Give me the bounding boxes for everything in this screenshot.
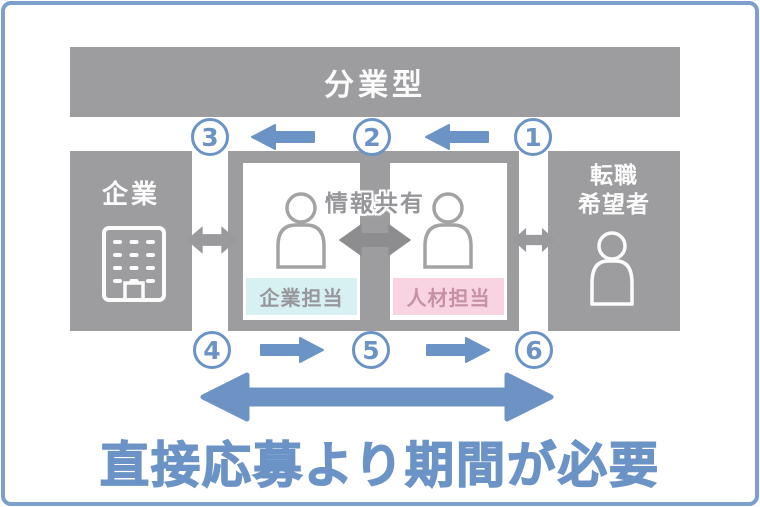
duration-span-double-arrow-icon bbox=[200, 372, 554, 422]
step-circle-3: 3 bbox=[191, 118, 229, 156]
step-circle-5: 5 bbox=[352, 331, 390, 369]
company-label: 企業 bbox=[101, 180, 160, 210]
company-agent-label: 企業担当 bbox=[246, 278, 357, 315]
step-circle-1: 1 bbox=[514, 118, 552, 156]
caption-text: 直接応募より期間が必要 bbox=[99, 436, 661, 495]
flow-arrow-left-icon bbox=[425, 124, 489, 150]
talent-agent-box: 人材担当 bbox=[390, 163, 507, 320]
header-bar: 分業型 bbox=[70, 47, 680, 117]
header-title: 分業型 bbox=[324, 68, 426, 103]
building-icon bbox=[102, 226, 166, 302]
flow-arrow-left-icon bbox=[251, 124, 315, 150]
talent-agent-label: 人材担当 bbox=[393, 278, 504, 315]
job-seeker-label-line1: 転職 bbox=[590, 163, 638, 189]
company-agency-double-arrow-icon bbox=[186, 226, 238, 254]
job-seeker-label-line2: 希望者 bbox=[578, 192, 650, 218]
job-seeker-person-icon bbox=[590, 231, 634, 306]
company-agent-box: 企業担当 bbox=[243, 163, 360, 320]
step-circle-6: 6 bbox=[515, 331, 553, 369]
step-circle-4: 4 bbox=[193, 331, 231, 369]
talent-agent-person-icon bbox=[423, 192, 473, 269]
agency-seeker-double-arrow-icon bbox=[512, 227, 556, 253]
job-seeker-label: 転職 希望者 bbox=[548, 162, 680, 220]
step-circle-2: 2 bbox=[353, 118, 391, 156]
info-share-label: 情報共有 bbox=[325, 191, 425, 217]
flow-arrow-right-icon bbox=[260, 337, 324, 363]
company-agent-person-icon bbox=[276, 192, 326, 269]
agents-share-double-arrow-icon bbox=[338, 223, 412, 257]
flow-arrow-right-icon bbox=[426, 337, 490, 363]
